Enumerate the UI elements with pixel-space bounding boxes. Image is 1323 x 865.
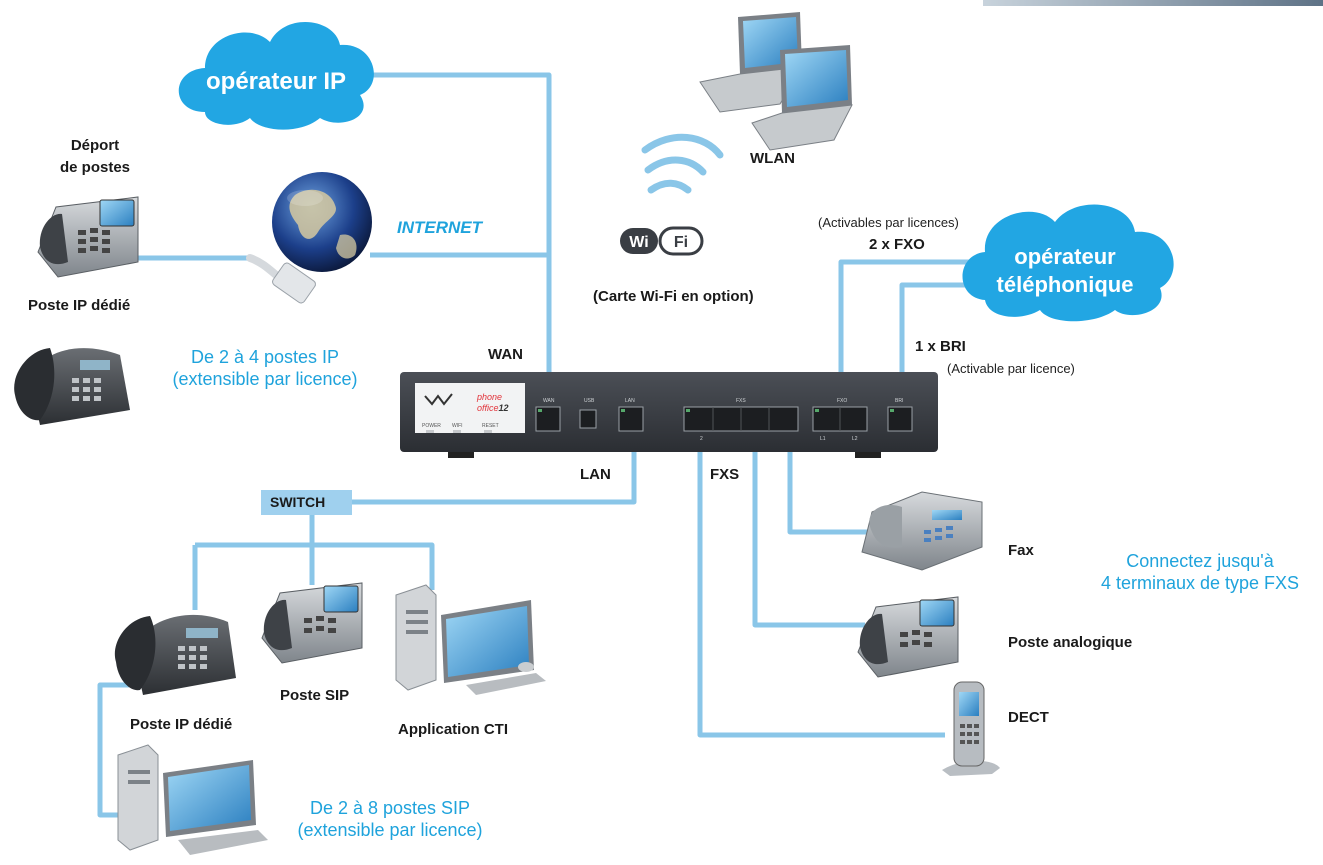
switch-label: SWITCH: [270, 494, 326, 510]
postes-sip-note: De 2 à 8 postes SIP (extensible par lice…: [270, 797, 510, 841]
wifi-card-label: (Carte Wi-Fi en option): [593, 288, 754, 305]
poste-analogique-label: Poste analogique: [1008, 634, 1133, 651]
application-cti-label: Application CTI: [398, 721, 508, 738]
connectez-note-line-1: Connectez jusqu'à: [1126, 551, 1274, 571]
lan-label: LAN: [580, 466, 611, 483]
postes-ip-note-line-1: De 2 à 4 postes IP: [190, 347, 340, 367]
fxo-label: 2 x FXO: [869, 236, 925, 253]
svg-text:L2: L2: [852, 436, 858, 442]
sip-phone-icon: [261, 582, 363, 664]
connectez-note: Connectez jusqu'à 4 terminaux de type FX…: [1080, 550, 1320, 594]
ip-operator-label: opérateur IP: [206, 68, 347, 95]
fxo-line: [838, 259, 970, 395]
telephone-operator-cloud: [962, 204, 1174, 322]
fxs-analog-line: [752, 425, 865, 628]
svg-text:FXO: FXO: [837, 398, 847, 404]
wan-to-operator-line: [340, 72, 552, 392]
deport-label: Déport de postes: [40, 135, 150, 179]
globe-icon: [272, 172, 372, 272]
postes-ip-note: De 2 à 4 postes IP (extensible par licen…: [150, 346, 380, 390]
connection-lines: [97, 72, 970, 818]
switch-box: [261, 490, 352, 515]
analog-phone-icon: [857, 596, 959, 678]
dect-label: DECT: [1008, 709, 1049, 726]
bri-label: 1 x BRI: [915, 338, 966, 355]
svg-text:L1: L1: [820, 436, 826, 442]
deport-line-1: Déport: [70, 137, 120, 154]
poste-ip-dedie-bottom-label: Poste IP dédié: [130, 716, 233, 733]
wifi-logo: Wi Fi: [620, 226, 704, 256]
bri-line: [899, 282, 970, 395]
postes-sip-note-line-2: (extensible par licence): [297, 820, 483, 840]
corner-decoration: [983, 0, 1323, 6]
desk-phone-icon: [114, 614, 236, 695]
dect-phone-icon: [942, 681, 1000, 776]
telephone-operator-line-2: téléphonique: [996, 272, 1134, 297]
fxs-dect-line: [697, 425, 945, 738]
laptop-icon: [751, 45, 853, 151]
switch-bus-line: [192, 515, 435, 610]
postes-sip-note-line-1: De 2 à 8 postes SIP: [309, 798, 471, 818]
poste-sip-label: Poste SIP: [280, 687, 350, 704]
svg-text:WAN: WAN: [543, 398, 555, 404]
svg-text:Wi: Wi: [629, 234, 648, 251]
ip-operator-cloud: [178, 21, 374, 130]
svg-text:LAN: LAN: [625, 398, 635, 404]
svg-text:POWER: POWER: [422, 423, 441, 429]
svg-text:BRI: BRI: [895, 398, 903, 404]
poste-ip-dedie-top-label: Poste IP dédié: [28, 297, 131, 314]
fax-icon: [861, 491, 983, 571]
ethernet-cable-icon: [246, 254, 316, 304]
svg-text:2: 2: [700, 436, 703, 442]
desk-phone-icon: [14, 348, 130, 425]
computer-icon: [117, 744, 268, 855]
ip-desk-phone-icon: [37, 196, 139, 278]
svg-text:WIFI: WIFI: [452, 423, 463, 429]
fxs-fax-line: [787, 425, 870, 535]
fxs-label: FXS: [710, 466, 740, 483]
svg-text:FXS: FXS: [736, 398, 746, 404]
computer-icon: [395, 584, 546, 695]
svg-text:office12: office12: [477, 403, 509, 413]
wan-label: WAN: [488, 346, 523, 363]
activables-licences-label: (Activables par licences): [818, 215, 959, 230]
deport-line-2: de postes: [59, 159, 131, 176]
device-brand: phone: [476, 392, 502, 402]
activable-licence-label: (Activable par licence): [947, 361, 1075, 376]
postes-ip-note-line-2: (extensible par licence): [172, 369, 358, 389]
fax-label: Fax: [1008, 542, 1034, 559]
svg-text:Fi: Fi: [674, 234, 688, 251]
wlan-label: WLAN: [750, 150, 795, 167]
connectez-note-line-2: 4 terminaux de type FXS: [1100, 573, 1300, 593]
telephone-operator-label: opérateur téléphonique: [960, 243, 1170, 299]
svg-text:RESET: RESET: [482, 423, 499, 429]
internet-label: INTERNET: [397, 218, 482, 237]
telephone-operator-line-1: opérateur: [1014, 244, 1116, 269]
svg-text:USB: USB: [584, 398, 595, 404]
wifi-waves-icon: [641, 133, 724, 194]
